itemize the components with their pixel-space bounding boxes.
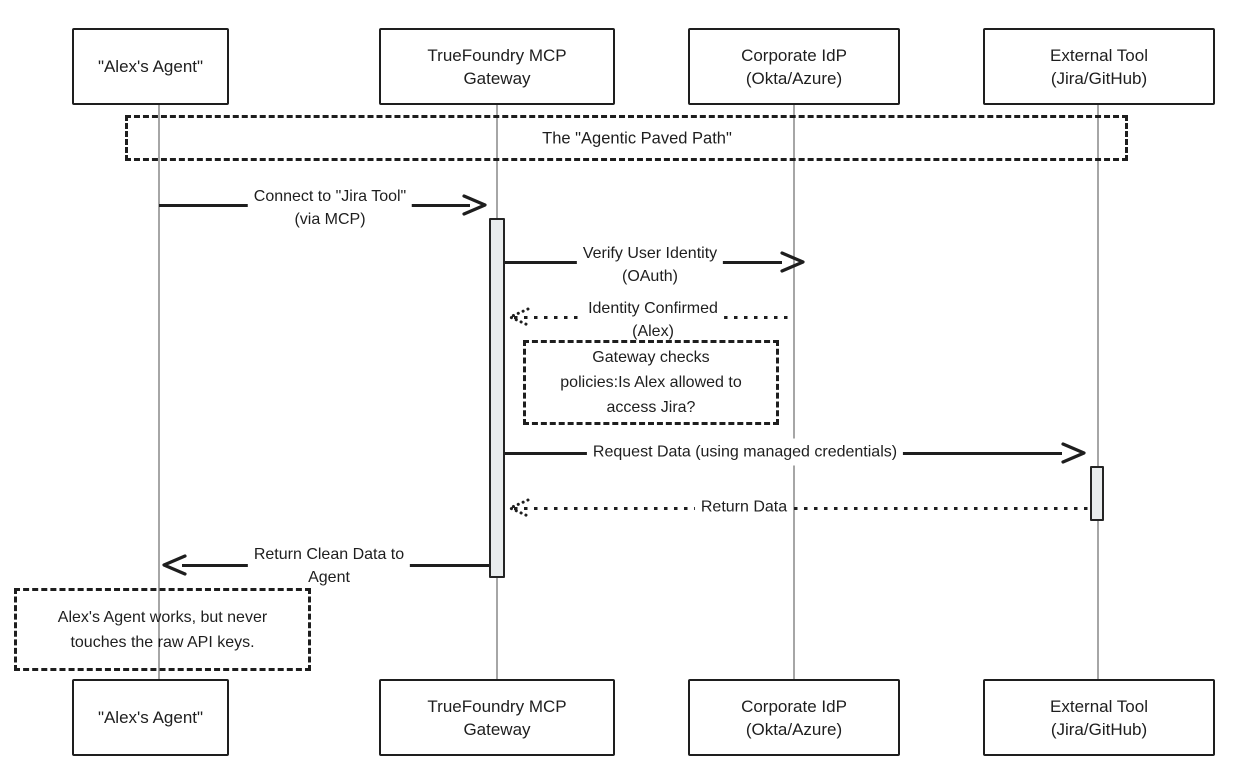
actor-label: Gateway [463,68,531,88]
message-label-return-data: Return Data [694,493,794,521]
message-label-identity-confirmed: Identity Confirmed (Alex) [582,295,724,345]
message-label-verify: Verify User Identity (OAuth) [576,240,724,290]
arrowhead-right-icon [780,251,805,273]
arrowhead-right-icon [462,194,487,216]
arrowhead-left-dotted-icon [506,498,530,518]
actor-label: TrueFoundry MCP [427,696,567,716]
actor-label: External Tool [1050,45,1148,65]
actor-label: Corporate IdP [741,696,847,716]
actor-box-corporate-idp-bottom: Corporate IdP (Okta/Azure) [688,679,900,756]
actor-box-alex-agent-bottom: "Alex's Agent" [72,679,229,756]
actor-box-gateway-bottom: TrueFoundry MCP Gateway [379,679,615,756]
paved-path-title: The "Agentic Paved Path" [542,129,732,148]
actor-label: Gateway [463,719,531,739]
actor-box-corporate-idp-top: Corporate IdP (Okta/Azure) [688,28,900,105]
actor-box-alex-agent-top: "Alex's Agent" [72,28,229,105]
arrowhead-right-icon [1061,442,1086,464]
actor-label: (Jira/GitHub) [1050,719,1148,739]
actor-label: "Alex's Agent" [97,708,204,727]
actor-label: (Okta/Azure) [745,719,843,739]
message-label-request-data: Request Data (using managed credentials) [586,438,904,466]
actor-label: Corporate IdP [741,45,847,65]
note-gateway-policy-check: Gateway checks policies:Is Alex allowed … [523,340,779,425]
message-line-return-data [514,507,1090,510]
actor-label: External Tool [1050,696,1148,716]
actor-label: "Alex's Agent" [97,57,204,76]
lifeline-external-tool [1097,103,1099,679]
actor-label: TrueFoundry MCP [427,45,567,65]
paved-path-frame [125,115,1128,161]
actor-box-external-tool-bottom: External Tool (Jira/GitHub) [983,679,1215,756]
actor-label: (Jira/GitHub) [1050,68,1148,88]
message-label-return-clean-data: Return Clean Data to Agent [247,541,411,591]
lifeline-corporate-idp [793,103,795,679]
actor-label: (Okta/Azure) [745,68,843,88]
activation-bar-gateway [489,218,505,578]
lifeline-alex-agent [158,103,160,679]
actor-box-gateway-top: TrueFoundry MCP Gateway [379,28,615,105]
actor-box-external-tool-top: External Tool (Jira/GitHub) [983,28,1215,105]
arrowhead-left-icon [162,554,187,576]
message-label-connect: Connect to "Jira Tool" (via MCP) [247,183,413,233]
arrowhead-left-dotted-icon [506,307,530,327]
note-agent-no-api-keys: Alex's Agent works, but never touches th… [14,588,311,671]
activation-bar-external-tool [1090,466,1104,521]
